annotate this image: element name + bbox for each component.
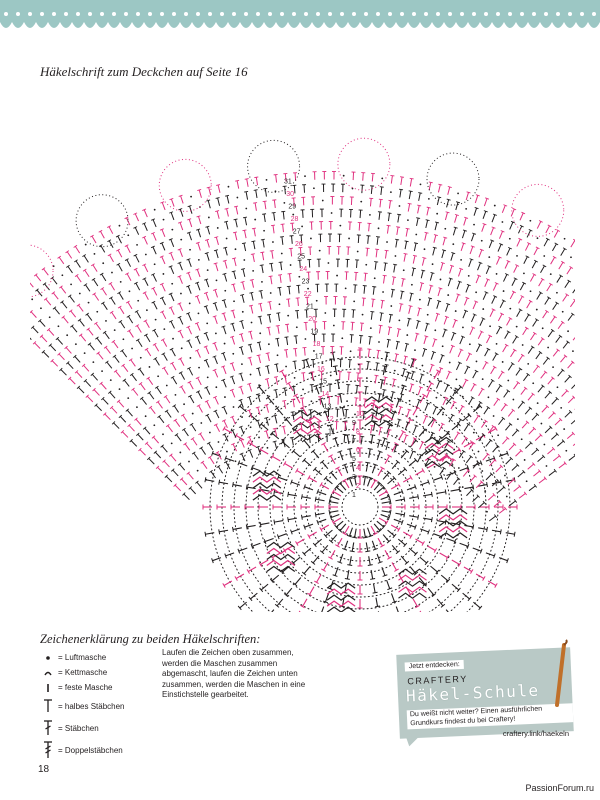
row-number-label: 29 bbox=[288, 204, 296, 211]
row-number-label: 25 bbox=[297, 254, 305, 261]
row-number-label: 28 bbox=[291, 216, 299, 223]
row-number-label: 19 bbox=[310, 329, 318, 336]
row-number-label: 15 bbox=[319, 379, 327, 386]
row-number-label: 20 bbox=[308, 316, 316, 323]
row-number-label: 9 bbox=[352, 420, 356, 427]
row-number-label: 7 bbox=[352, 438, 356, 445]
row-number-label: 24 bbox=[299, 266, 307, 273]
row-number-label: 26 bbox=[295, 241, 303, 248]
row-number-label: 2 bbox=[356, 483, 360, 490]
row-number-label: 6 bbox=[356, 447, 360, 454]
legend-item-double: = Stäbchen bbox=[38, 717, 158, 739]
legend-item-chain: = Luftmasche bbox=[38, 650, 158, 665]
bar-icon bbox=[38, 682, 58, 694]
page-number: 18 bbox=[38, 764, 50, 775]
speech-tail-icon bbox=[405, 735, 420, 747]
legend-item-half-double: = halbes Stäbchen bbox=[38, 695, 158, 717]
double-icon bbox=[38, 719, 58, 737]
page-title: Häkelschrift zum Deckchen auf Seite 16 bbox=[40, 64, 248, 79]
legend-label: = Luftmasche bbox=[58, 653, 107, 662]
legend-label: = halbes Stäbchen bbox=[58, 701, 125, 711]
legend-note: Laufen die Zeichen oben zusammen, werden… bbox=[162, 648, 306, 699]
legend-label: = Stäbchen bbox=[58, 723, 99, 733]
legend-item-slip-stitch: = Kettmasche bbox=[38, 665, 158, 680]
legend-label: = feste Masche bbox=[58, 683, 113, 692]
row-number-label: 14 bbox=[321, 391, 329, 398]
row-number-label: 10 bbox=[356, 411, 364, 418]
row-number-label: 21 bbox=[306, 304, 314, 311]
row-number-label: 31 bbox=[284, 179, 292, 186]
row-number-label: 5 bbox=[352, 456, 356, 463]
row-number-label: 22 bbox=[304, 291, 312, 298]
promo-tag: Jetzt entdecken: bbox=[404, 659, 464, 672]
symbol-legend: = Luftmasche = Kettmasche = feste Masche… bbox=[38, 650, 158, 761]
row-number-label: 8 bbox=[356, 429, 360, 436]
row-number-label: 3 bbox=[352, 474, 356, 481]
row-number-label: 18 bbox=[313, 341, 321, 348]
row-number-label: 11 bbox=[328, 429, 335, 436]
decorative-top-border bbox=[0, 0, 600, 34]
row-number-label: 13 bbox=[324, 404, 332, 411]
legend-title: Zeichenerklärung zu beiden Häkelschrifte… bbox=[40, 632, 261, 646]
legend-item-treble: = Doppelstäbchen bbox=[38, 739, 158, 761]
promo-background: Jetzt entdecken: CRAFTERY Häkel-Schule D… bbox=[396, 647, 574, 747]
legend-item-single-crochet: = feste Masche bbox=[38, 680, 158, 695]
row-number-label: 4 bbox=[356, 465, 360, 472]
legend-label: = Doppelstäbchen bbox=[58, 745, 123, 755]
arc-icon bbox=[38, 668, 58, 678]
row-number-label: 17 bbox=[315, 354, 323, 361]
row-number-label: 1 bbox=[352, 492, 356, 499]
crochet-hook-icon bbox=[555, 639, 568, 707]
row-number-label: 30 bbox=[286, 191, 294, 198]
treble-icon bbox=[38, 740, 58, 760]
row-number-label: 23 bbox=[302, 279, 310, 286]
row-number-label: 12 bbox=[326, 416, 334, 423]
half-double-icon bbox=[38, 698, 58, 714]
watermark: PassionForum.ru bbox=[525, 783, 594, 793]
craftery-promo-box[interactable]: Jetzt entdecken: CRAFTERY Häkel-Schule D… bbox=[396, 639, 574, 747]
legend-label: = Kettmasche bbox=[58, 668, 108, 677]
dot-icon bbox=[38, 653, 58, 663]
row-number-label: 16 bbox=[317, 366, 325, 373]
row-number-label: 27 bbox=[293, 229, 301, 236]
promo-link[interactable]: craftery.link/haekeln bbox=[502, 729, 569, 738]
